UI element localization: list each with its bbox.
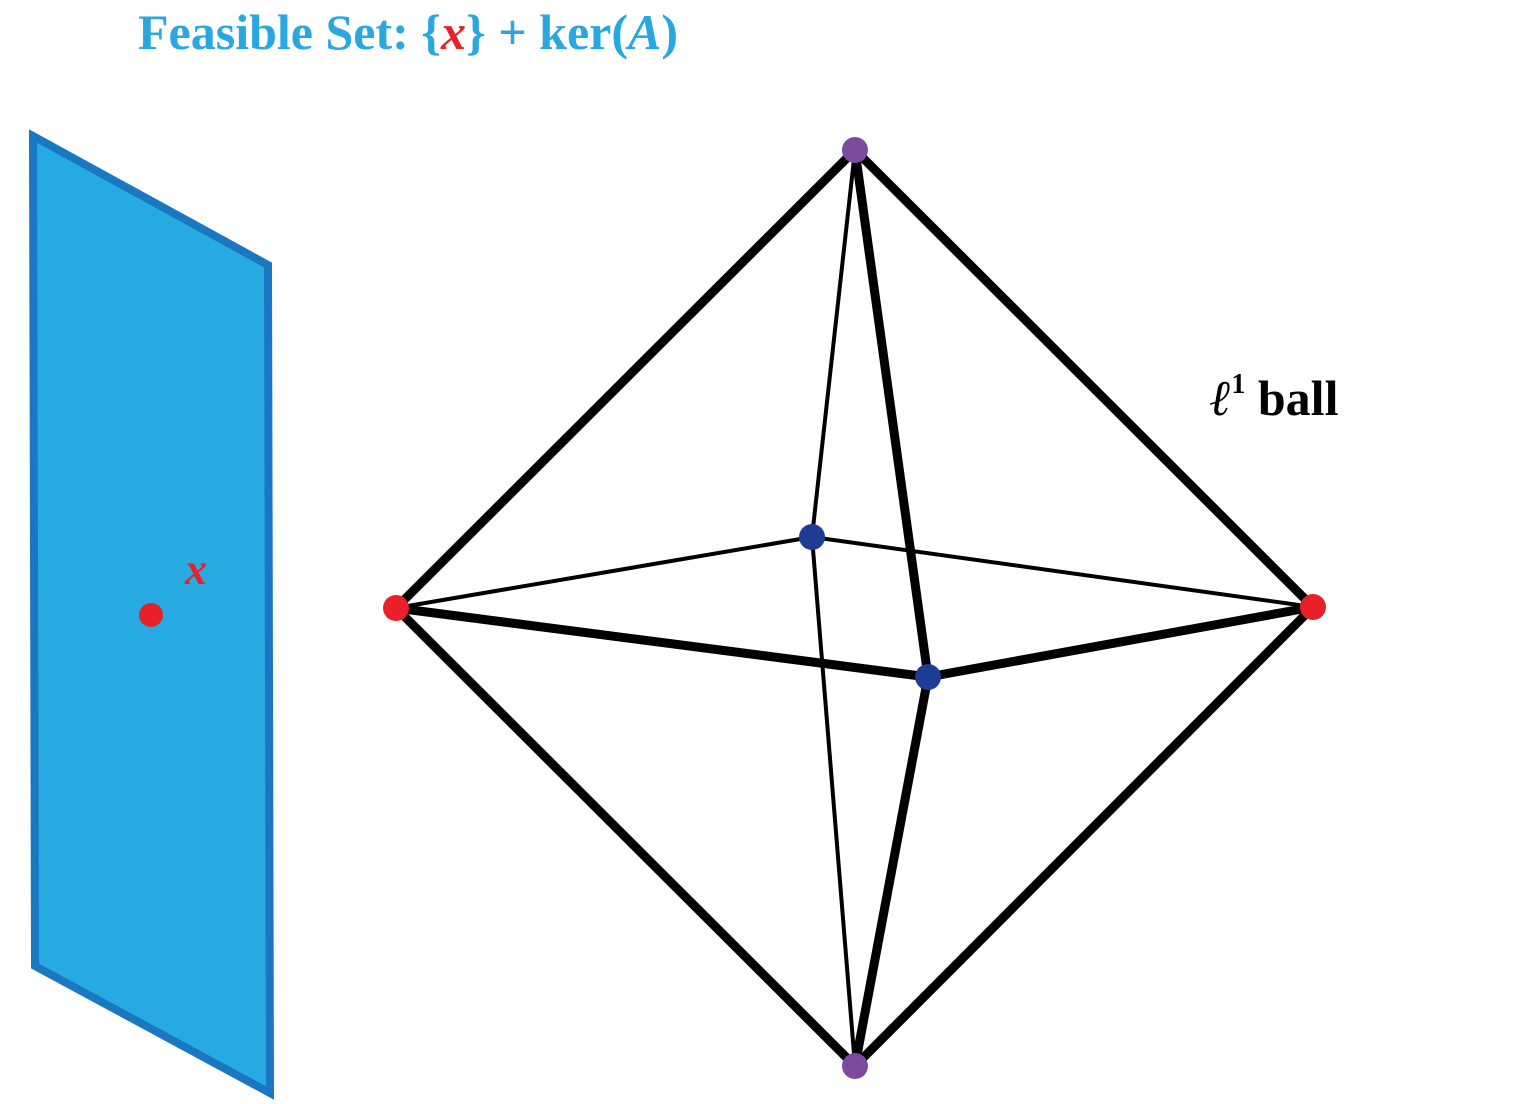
edge-left-bottom <box>391 603 860 1071</box>
edge-back-right <box>810 535 1315 609</box>
title-close-brace: } <box>465 4 486 60</box>
title-prefix: Feasible Set: <box>138 4 422 60</box>
l1-ball-hidden-edges <box>394 148 1315 1068</box>
vertex-front <box>915 664 941 690</box>
title-plus-ker: + ker( <box>485 4 629 60</box>
edge-top-back <box>810 148 857 539</box>
edge-left-front <box>391 603 933 682</box>
vertex-bottom <box>842 1053 868 1079</box>
edge-left-back <box>394 535 814 610</box>
vertex-left <box>383 595 409 621</box>
l1-ball-front-edges <box>391 145 1318 1071</box>
point-x-label: x <box>185 545 207 594</box>
ell-superscript: 1 <box>1231 369 1246 400</box>
vertex-right <box>1300 594 1326 620</box>
ball-label-text: ball <box>1245 370 1339 426</box>
title-close-paren: ) <box>661 4 679 60</box>
edge-top-front <box>850 145 933 682</box>
l1-ball-label: ℓ1 ball <box>1210 368 1338 428</box>
vertex-back <box>799 524 825 550</box>
diagram-title: Feasible Set: {x} + ker(A) <box>138 0 678 64</box>
title-variable-x: x <box>440 4 466 60</box>
edge-back-bottom <box>810 535 857 1068</box>
ell-symbol: ℓ <box>1210 370 1232 426</box>
edge-front-right <box>923 602 1318 682</box>
vertex-top <box>842 137 868 163</box>
title-variable-a: A <box>628 4 662 60</box>
edge-front-bottom <box>850 672 933 1071</box>
edge-top-left <box>391 145 860 613</box>
edge-top-right <box>850 145 1318 612</box>
edge-right-bottom <box>850 602 1318 1071</box>
point-x-dot <box>139 603 163 627</box>
title-open-brace: { <box>421 4 441 60</box>
